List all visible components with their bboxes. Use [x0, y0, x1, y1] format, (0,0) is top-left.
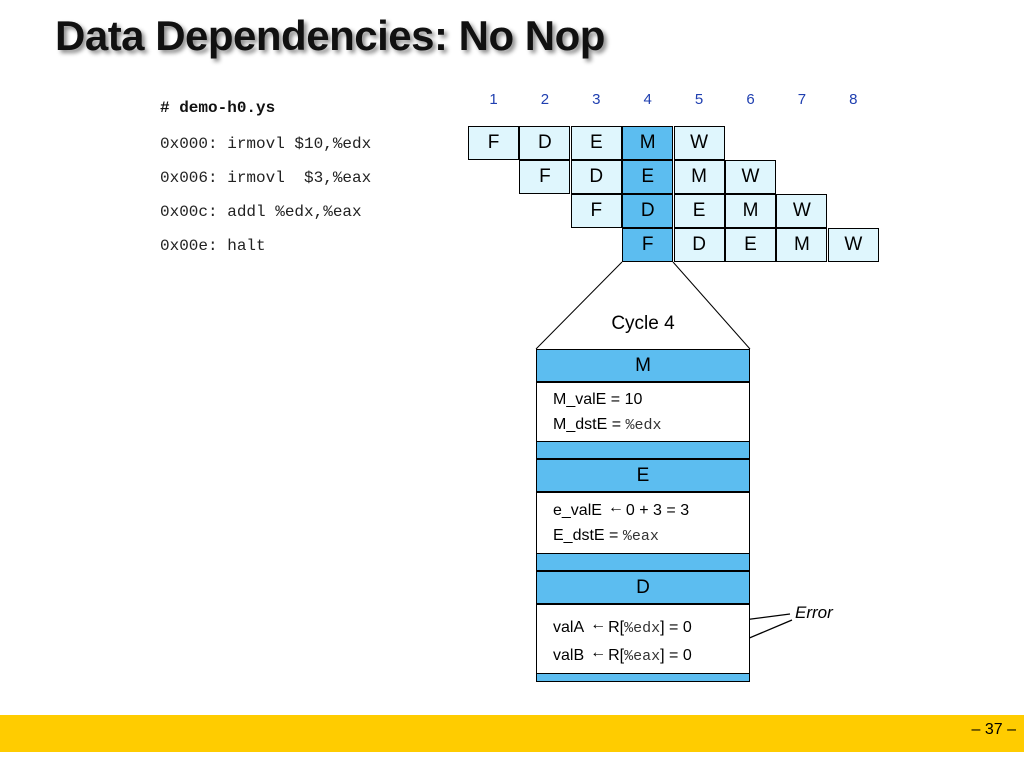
cycle-number: 3 — [592, 91, 601, 108]
pipeline-stage-cell: D — [570, 160, 622, 194]
e-dste-line: E_dstE = %eax — [553, 527, 659, 545]
m-dste-line: M_dstE = %edx — [553, 416, 662, 434]
cycle-number: 5 — [694, 91, 704, 108]
pipeline-stage-cell: M — [673, 160, 725, 194]
code-line: 0x000: irmovl $10,%edx — [160, 135, 372, 153]
footer-bar: – 37 – — [0, 715, 1024, 752]
cycle-number: 7 — [797, 91, 807, 108]
e-dste-reg: %eax — [622, 528, 659, 545]
stage-m-footer — [536, 441, 750, 459]
pipeline-stage-cell: M — [622, 126, 674, 160]
cycle-number: 6 — [746, 91, 755, 108]
code-line: 0x00c: addl %edx,%eax — [160, 203, 362, 221]
error-label: Error — [795, 603, 833, 622]
e-vale-value: 0 + 3 = 3 — [625, 502, 690, 519]
code-header: # demo-h0.ys — [160, 99, 276, 117]
stage-m-header: M — [536, 349, 750, 382]
pipeline-stage-cell: F — [622, 228, 674, 262]
pipeline-stage-cell: W — [673, 126, 725, 160]
pipeline-stage-cell: D — [673, 228, 725, 262]
cycle-number: 2 — [540, 91, 550, 108]
cycle-number: 4 — [643, 91, 652, 108]
pipeline-stage-cell: F — [468, 126, 519, 160]
stage-m-body: M_valE = 10 M_dstE = %edx — [536, 382, 750, 442]
e-vale-label: e_valE — [553, 502, 602, 519]
pipeline-stage-cell: E — [570, 126, 622, 160]
stage-d-body: valA←R[%edx] = 0 valB←R[%eax] = 0 — [536, 604, 750, 674]
left-arrow-icon: ← — [590, 644, 607, 661]
stage-e-footer — [536, 553, 750, 571]
cycle-number: 1 — [489, 91, 498, 108]
m-dste-reg: %edx — [625, 417, 662, 434]
d-valb-reg: %eax — [624, 648, 661, 665]
d-valb-open: R[ — [608, 647, 625, 664]
d-valb-line: valB ←R[%eax] = 0 — [553, 644, 692, 665]
d-vala-open: R[ — [608, 619, 625, 636]
d-vala-reg: %edx — [624, 620, 661, 637]
pipeline-stage-cell: W — [725, 160, 776, 194]
pipeline-stage-cell: E — [673, 194, 725, 228]
d-vala-line: valA ←R[%edx] = 0 — [553, 616, 692, 637]
e-dste-label: E_dstE = — [553, 527, 623, 544]
pipeline-stage-cell: E — [725, 228, 776, 262]
slide-title: Data Dependencies: No Nop — [55, 12, 605, 59]
cycle-number: 8 — [849, 91, 858, 108]
pipeline-stage-cell: E — [622, 160, 674, 194]
d-valb-label: valB — [553, 647, 585, 664]
cycle-label: Cycle 4 — [611, 313, 675, 334]
left-arrow-icon: ← — [590, 616, 607, 633]
d-vala-value: ] = 0 — [660, 619, 692, 636]
pipeline-stage-cell: M — [725, 194, 776, 228]
m-vale-line: M_valE = 10 — [553, 391, 643, 408]
pipeline-stage-cell: W — [776, 194, 828, 228]
pipeline-stage-cell: W — [827, 228, 879, 262]
code-line: 0x006: irmovl $3,%eax — [160, 169, 372, 187]
pipeline-stage-cell: D — [622, 194, 674, 228]
pipeline-stage-cell: M — [776, 228, 828, 262]
left-arrow-icon: ← — [607, 499, 624, 516]
d-vala-label: valA — [553, 619, 585, 636]
d-valb-value: ] = 0 — [660, 647, 692, 664]
page-number: – 37 – — [971, 721, 1016, 738]
e-vale-line: e_valE ←0 + 3 = 3 — [553, 499, 690, 520]
code-line: 0x00e: halt — [160, 237, 266, 255]
pipeline-stage-cell: F — [570, 194, 622, 228]
stage-e-body: e_valE ←0 + 3 = 3 E_dstE = %eax — [536, 492, 750, 554]
m-dste-label: M_dstE = — [553, 416, 626, 433]
stage-d-header: D — [536, 571, 750, 604]
stage-d-footer — [536, 673, 750, 682]
pipeline-stage-cell: F — [519, 160, 571, 194]
pipeline-stage-cell: D — [519, 126, 571, 160]
stage-e-header: E — [536, 459, 750, 492]
